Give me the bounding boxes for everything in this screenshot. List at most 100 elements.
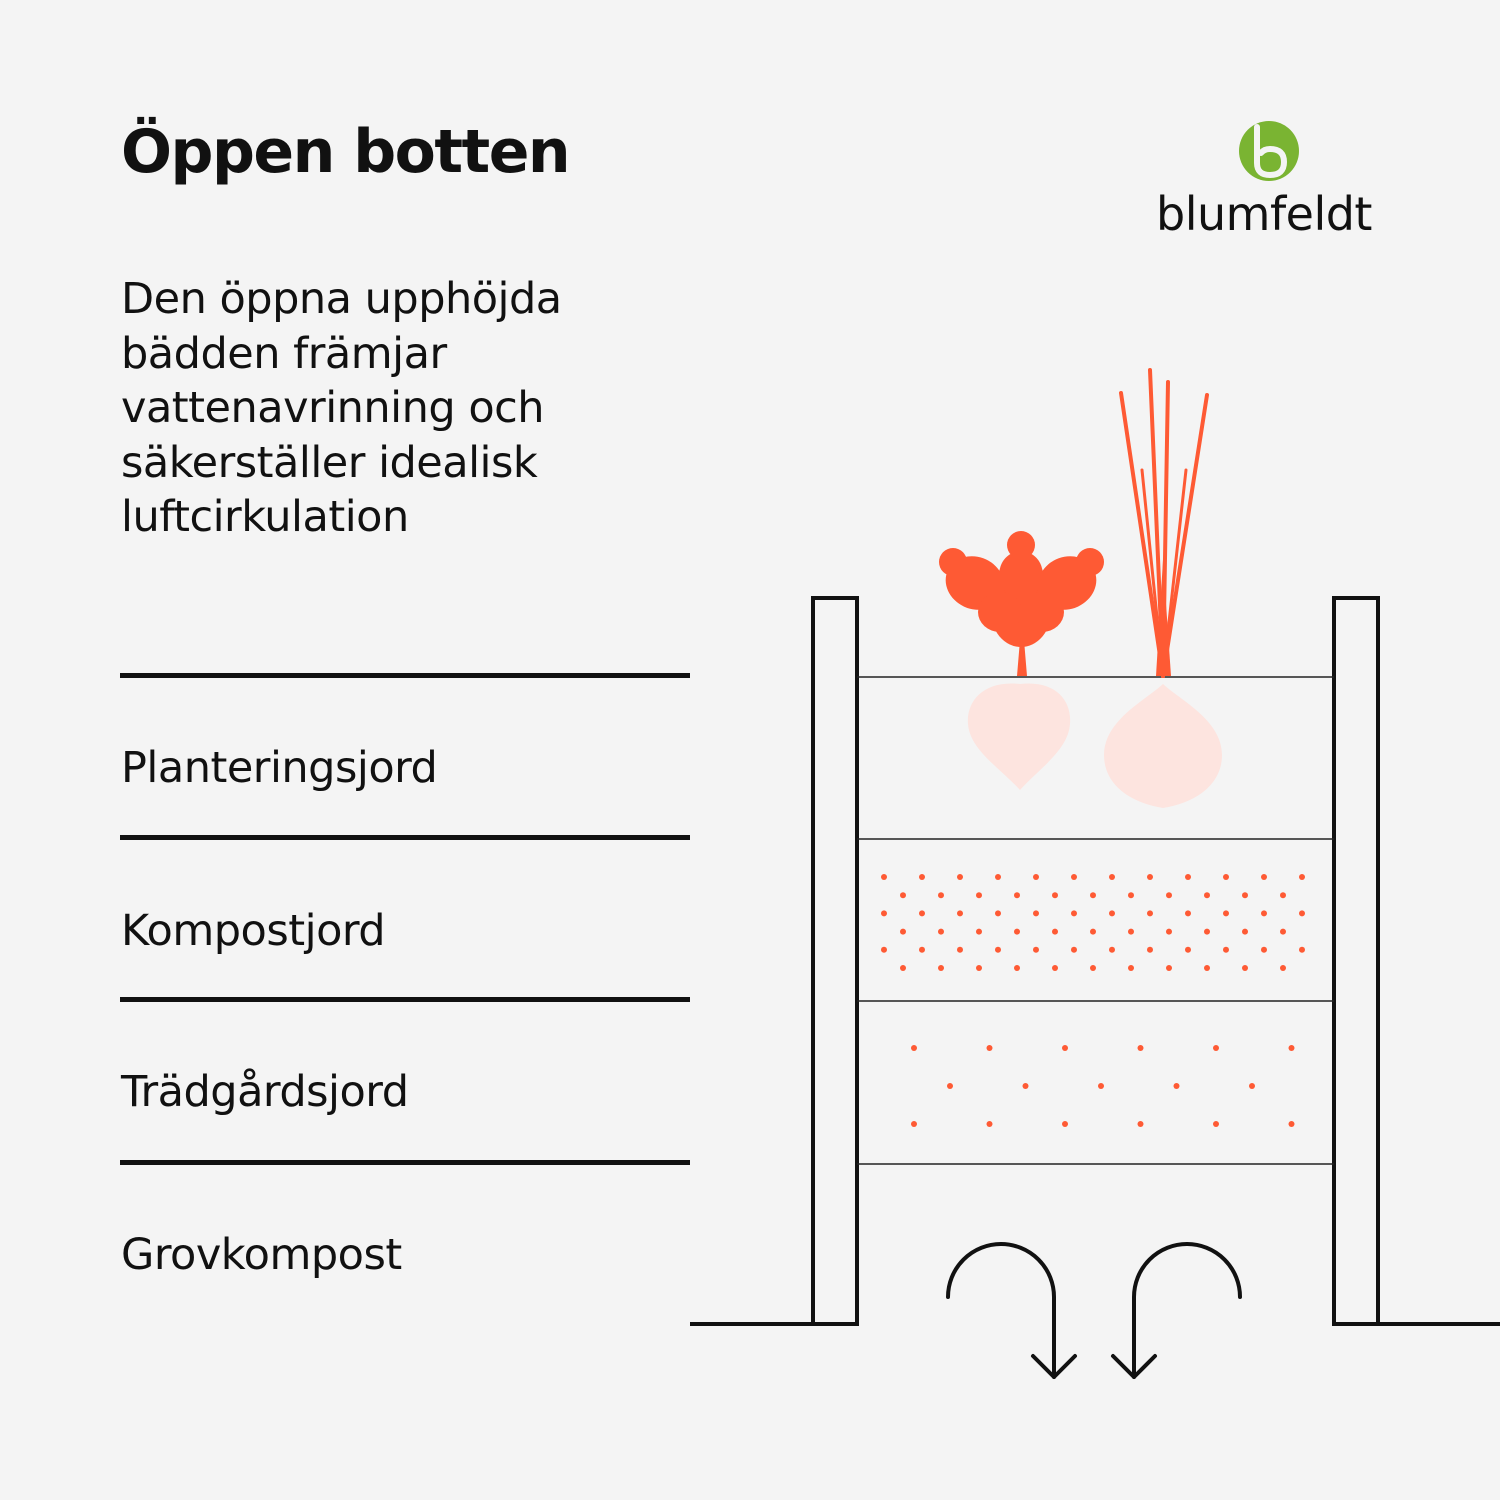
compost-dot — [900, 928, 906, 935]
compost-dot — [1204, 892, 1210, 899]
compost-dot — [1223, 910, 1229, 917]
garden-soil-dot — [1213, 1121, 1219, 1127]
compost-dot — [1280, 928, 1286, 935]
compost-dot — [1128, 928, 1134, 935]
compost-dot — [1147, 874, 1153, 880]
beet-stem — [1017, 640, 1027, 676]
compost-dot — [1223, 874, 1229, 880]
garden-soil-dots — [911, 1045, 1295, 1127]
garden-soil-dot — [1249, 1083, 1255, 1089]
compost-dot — [1166, 928, 1172, 935]
compost-dot — [1242, 928, 1248, 935]
garden-soil-dot — [1173, 1083, 1180, 1089]
compost-dot — [919, 874, 925, 880]
compost-dot — [1147, 946, 1153, 953]
compost-dot — [1166, 892, 1172, 899]
bed-wall-left — [811, 596, 859, 1326]
compost-dot — [881, 874, 887, 880]
layer-label-planteringsjord: Planteringsjord — [121, 743, 438, 793]
garden-soil-dot — [1213, 1045, 1219, 1051]
compost-dot — [1052, 965, 1058, 971]
layer-label-kompostjord: Kompostjord — [121, 906, 386, 956]
compost-dot — [976, 892, 982, 899]
compost-dot — [1299, 946, 1305, 953]
compost-dot — [900, 892, 906, 899]
compost-dot — [919, 946, 925, 953]
garden-soil-dot — [911, 1045, 917, 1051]
compost-dot — [1261, 910, 1267, 917]
compost-dot — [919, 910, 925, 917]
beet-plant-icon — [939, 531, 1104, 790]
compost-dot — [1147, 910, 1153, 917]
compost-dot — [1185, 874, 1191, 880]
page-description: Den öppna upphöjda bädden främjar vatten… — [121, 274, 562, 542]
layer-label-tradgardsjord: Trädgårdsjord — [121, 1067, 409, 1117]
compost-dot — [1242, 965, 1248, 971]
compost-dot — [995, 910, 1001, 917]
compost-dot — [1223, 946, 1229, 953]
compost-dot — [1204, 965, 1210, 971]
garden-soil-dot — [1062, 1045, 1068, 1051]
compost-dot — [1033, 910, 1039, 917]
beet-leaves — [939, 531, 1104, 647]
brand-name: blumfeldt — [1156, 187, 1372, 241]
onion-bulb — [1104, 684, 1222, 808]
compost-dot — [1299, 874, 1305, 880]
compost-dot — [1014, 965, 1020, 971]
compost-dot — [881, 910, 887, 917]
compost-dot — [995, 946, 1001, 953]
onion-plant-icon — [1104, 368, 1222, 808]
garden-soil-dot — [1137, 1045, 1144, 1051]
layer-divider-1 — [120, 673, 690, 678]
blumfeldt-logo-icon — [1239, 121, 1299, 181]
garden-soil-dot — [1022, 1083, 1029, 1089]
garden-soil-dot — [1062, 1121, 1068, 1127]
compost-soil-dots — [881, 874, 1305, 971]
compost-dot — [1071, 874, 1077, 880]
compost-dot — [1242, 892, 1248, 899]
layer-label-grovkompost: Grovkompost — [121, 1230, 402, 1280]
compost-dot — [1185, 946, 1191, 953]
garden-soil-dot — [1288, 1045, 1295, 1051]
compost-dot — [1090, 892, 1096, 899]
compost-dot — [1033, 946, 1039, 953]
compost-dot — [938, 892, 944, 899]
compost-dot — [976, 965, 982, 971]
compost-dot — [1109, 910, 1115, 917]
compost-dot — [1071, 946, 1077, 953]
compost-dot — [957, 946, 963, 953]
drainage-arrow-icon — [946, 1242, 1077, 1379]
compost-dot — [1109, 946, 1115, 953]
compost-dot — [1052, 892, 1058, 899]
bed-wall-right — [1332, 596, 1380, 1326]
layer-divider-3 — [120, 997, 690, 1002]
compost-dot — [976, 928, 982, 935]
compost-dot — [1071, 910, 1077, 917]
garden-soil-dot — [986, 1045, 993, 1051]
compost-dot — [1261, 874, 1267, 880]
compost-dot — [1128, 965, 1134, 971]
garden-soil-dot — [911, 1121, 917, 1127]
layer-divider-2 — [120, 835, 690, 840]
garden-soil-dot — [986, 1121, 993, 1127]
compost-dot — [1128, 892, 1134, 899]
compost-dot — [1090, 965, 1096, 971]
beet-bulb — [967, 683, 1071, 790]
compost-dot — [1014, 892, 1020, 899]
compost-dot — [1299, 910, 1305, 917]
compost-dot — [1014, 928, 1020, 935]
garden-soil-dot — [1098, 1083, 1104, 1089]
garden-soil-dot — [1137, 1121, 1144, 1127]
compost-dot — [938, 965, 944, 971]
compost-dot — [1280, 892, 1286, 899]
drainage-arrow-icon-2 — [1111, 1242, 1242, 1379]
compost-dot — [1109, 874, 1115, 880]
compost-dot — [1090, 928, 1096, 935]
compost-dot — [881, 946, 887, 953]
garden-soil-dot — [947, 1083, 953, 1089]
compost-dot — [938, 928, 944, 935]
compost-dot — [995, 874, 1001, 880]
garden-soil-dot — [1288, 1121, 1295, 1127]
compost-dot — [957, 874, 963, 880]
